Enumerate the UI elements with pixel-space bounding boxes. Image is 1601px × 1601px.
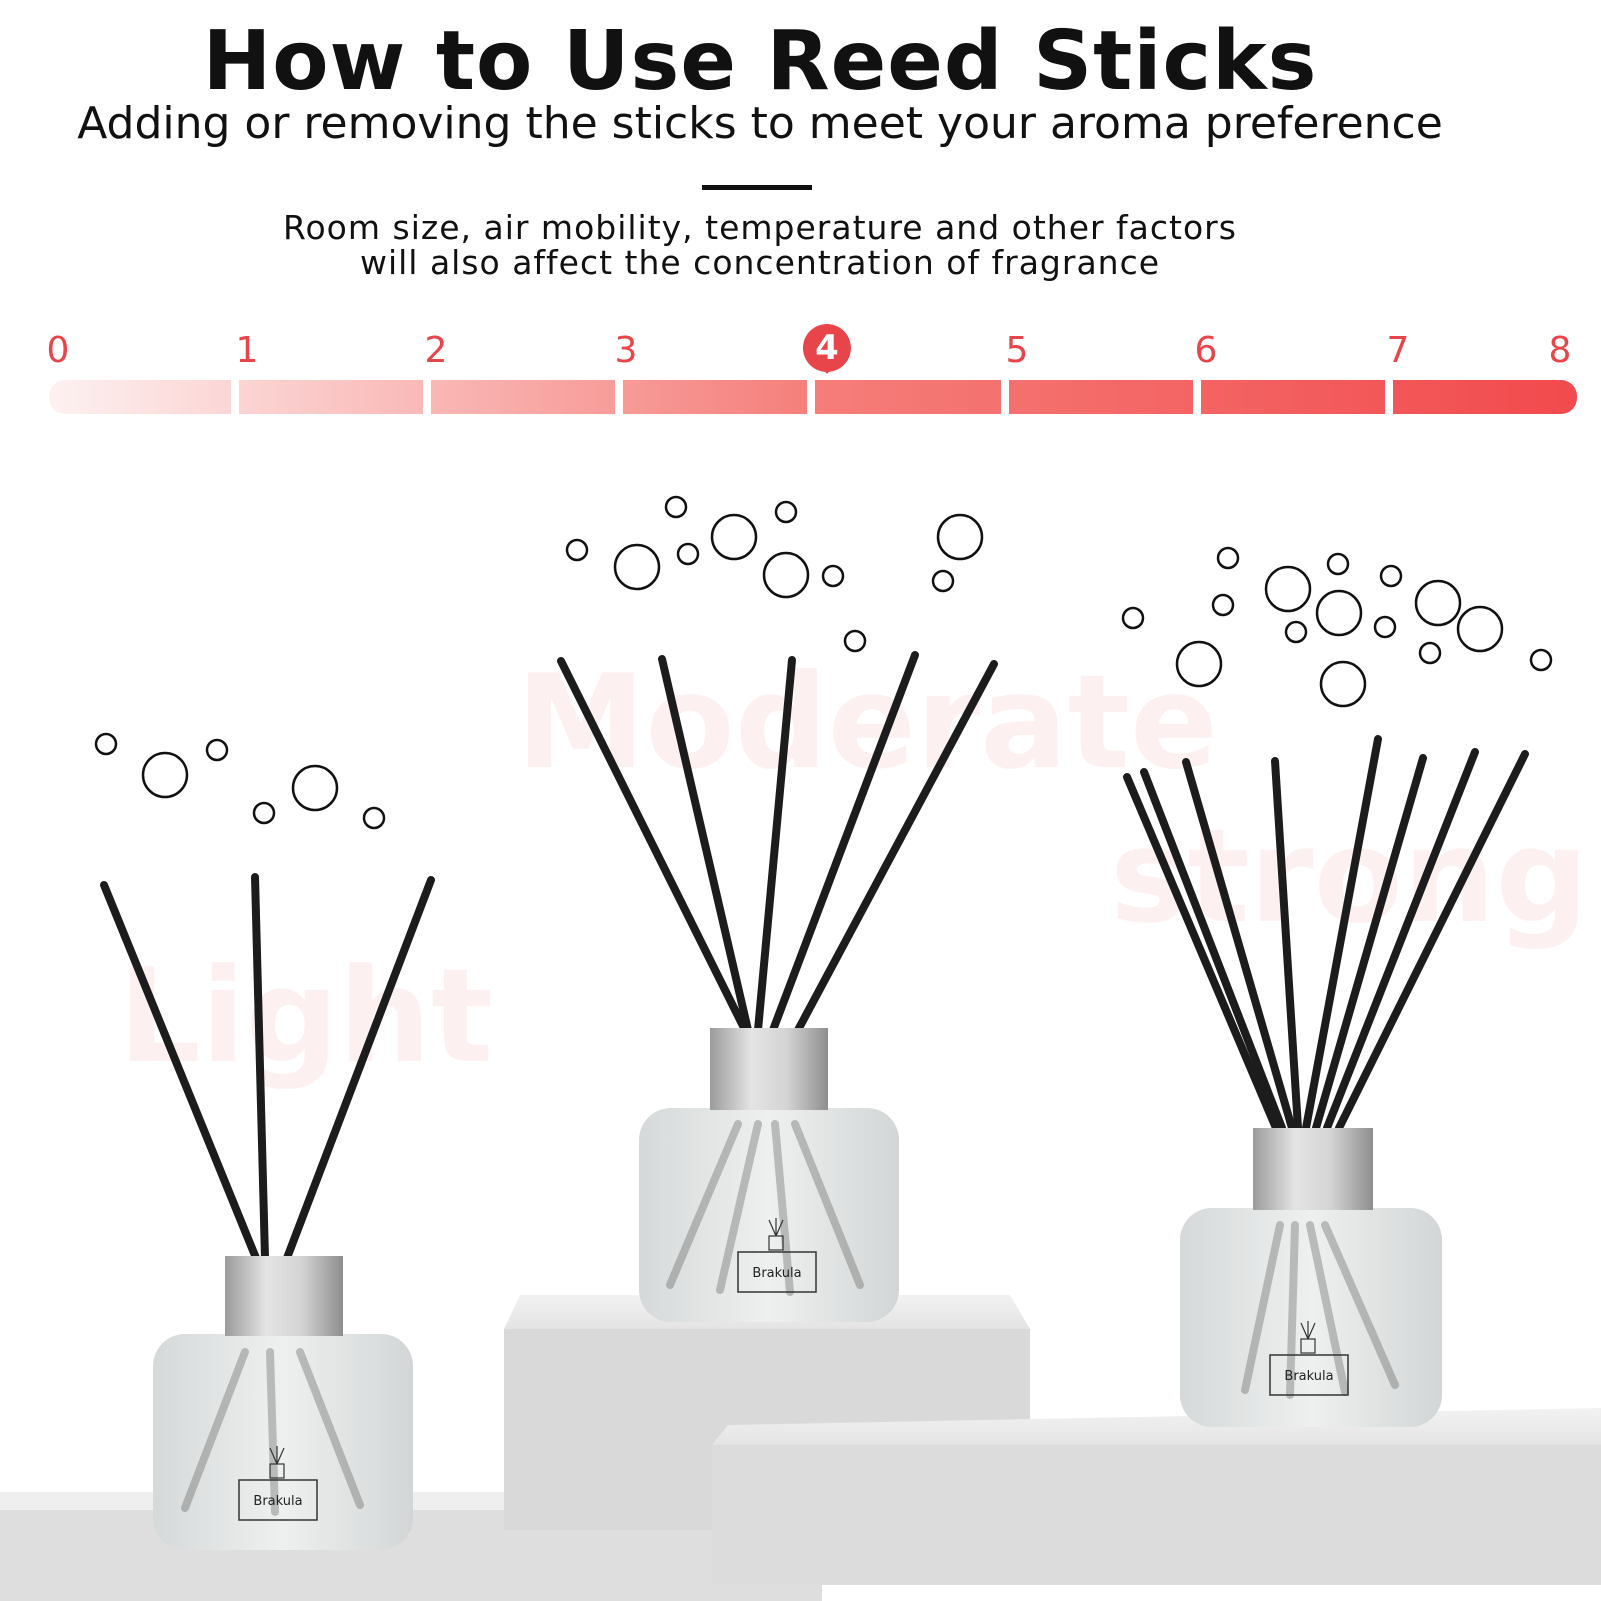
- scale-label-5: 5: [1005, 330, 1029, 371]
- brand-name-strong: Brakula: [1284, 1369, 1334, 1384]
- scale-label-1: 1: [235, 330, 259, 371]
- aroma-bubbles-light: [94, 732, 386, 830]
- brand-name-light: Brakula: [253, 1494, 303, 1509]
- brand-label-moderate: [737, 1251, 817, 1293]
- page-subtitle: Adding or removing the sticks to meet yo…: [77, 98, 1443, 149]
- silver-cap-moderate: [710, 1028, 828, 1110]
- scale-label-6: 6: [1194, 330, 1218, 371]
- glass-bottle-moderate: [639, 1108, 899, 1322]
- diffuser-light: [100, 873, 435, 1550]
- brand-logo-icons: [269, 1218, 1316, 1479]
- scale-label-8: 8: [1548, 330, 1572, 371]
- page-title: How to Use Reed Sticks: [202, 14, 1318, 109]
- scale-selected-marker-icon: [802, 324, 851, 374]
- reed-sticks-light: [100, 873, 435, 1262]
- intensity-scale-bar: [49, 380, 1577, 414]
- aroma-bubbles-moderate: [565, 495, 984, 653]
- reed-sticks-strong: [1123, 735, 1529, 1132]
- diffuser-strong: [1123, 735, 1529, 1427]
- brand-label-light: [238, 1479, 318, 1521]
- brand-label-strong: [1269, 1354, 1349, 1396]
- glass-bottle-strong: [1180, 1208, 1442, 1427]
- scale-label-3: 3: [614, 330, 638, 371]
- scale-label-0: 0: [46, 330, 70, 371]
- scale-label-7: 7: [1386, 330, 1410, 371]
- scale-label-2: 2: [424, 330, 448, 371]
- glass-bottle-light: [153, 1334, 413, 1550]
- factors-note: Room size, air mobility, temperature and…: [180, 210, 1340, 280]
- silver-cap-light: [225, 1256, 343, 1336]
- diffuser-moderate: [557, 651, 998, 1322]
- reed-sticks-moderate: [557, 651, 998, 1034]
- silver-cap-strong: [1253, 1128, 1373, 1210]
- title-divider: [702, 185, 812, 190]
- scale-label-4: 4: [815, 328, 839, 368]
- aroma-bubbles-strong: [1121, 546, 1553, 708]
- brand-name-moderate: Brakula: [752, 1266, 802, 1281]
- factors-note-line-2: will also affect the concentration of fr…: [359, 243, 1161, 282]
- factors-note-line-1: Room size, air mobility, temperature and…: [283, 208, 1237, 247]
